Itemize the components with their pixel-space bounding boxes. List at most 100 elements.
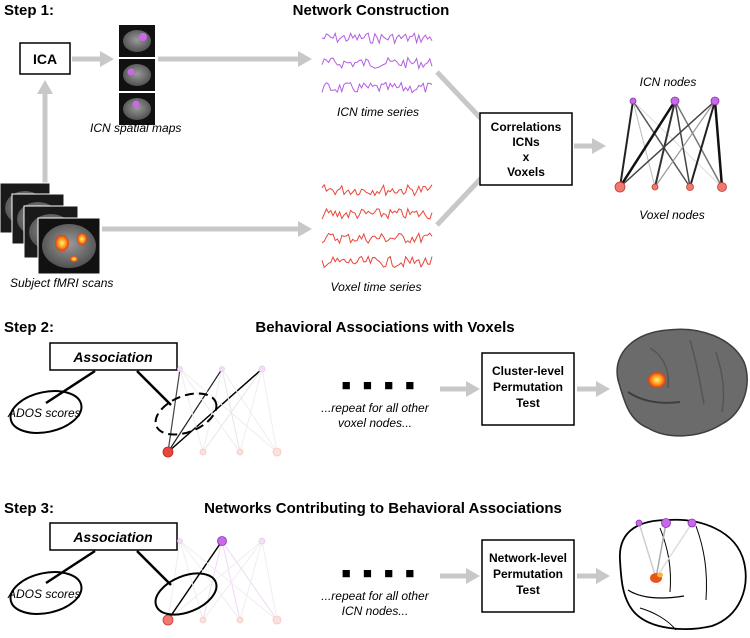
- network-edge: [632, 100, 723, 188]
- arrowhead: [466, 381, 480, 397]
- network-edge: [167, 368, 181, 453]
- ica-label: ICA: [33, 51, 57, 67]
- network-edge: [179, 368, 278, 453]
- icn-node: [258, 365, 266, 373]
- step3-label: Step 3:: [4, 500, 54, 517]
- icn-time-series-caption: ICN time series: [337, 105, 419, 119]
- time-series-trace: [321, 183, 433, 197]
- icn-node: [670, 96, 680, 106]
- repeat-caption-2b: voxel nodes...: [338, 416, 412, 430]
- voxel-time-series-traces: [321, 183, 433, 269]
- subject-fmri-scans-image: [0, 182, 101, 275]
- step2-label: Step 2:: [4, 319, 54, 336]
- network-edge: [221, 368, 278, 453]
- time-series-trace: [321, 81, 433, 94]
- subject-fmri-caption: Subject fMRI scans: [10, 276, 113, 290]
- network-edge: [261, 540, 278, 621]
- association-box-2: [49, 342, 178, 371]
- cluster-permutation-box: [481, 352, 575, 426]
- network-edge: [221, 368, 241, 453]
- network-edge: [689, 100, 716, 188]
- ados-ellipse-3: [9, 571, 83, 615]
- network-edge: [632, 100, 691, 188]
- icn-node: [710, 96, 720, 106]
- time-series-trace: [321, 255, 433, 269]
- bipartite-network-full: [614, 96, 727, 193]
- voxel-node: [614, 181, 626, 193]
- repeat-caption-3a: ...repeat for all other: [321, 589, 429, 603]
- step1-label: Step 1:: [4, 2, 54, 19]
- bipartite-network-icn-highlight: [162, 536, 282, 626]
- time-series-trace: [321, 56, 433, 71]
- voxel-selection-ellipse: [154, 392, 218, 436]
- network-edge: [619, 100, 716, 188]
- time-series-trace: [321, 31, 433, 45]
- arrow-voxel-ts-to-corr: [435, 170, 489, 227]
- arrowhead: [298, 221, 312, 237]
- association-label-2: Association: [72, 349, 152, 365]
- ica-box: [19, 42, 71, 75]
- ellipsis-dots-3: ■ ■ ■ ■: [342, 565, 419, 582]
- network-edge: [202, 540, 263, 621]
- ados-caption-2: ADOS scores: [7, 406, 81, 420]
- network-edge: [221, 540, 241, 621]
- network-edge: [202, 540, 223, 621]
- arrowhead: [592, 138, 606, 154]
- correlations-box: [479, 112, 573, 186]
- icn-spatial-maps-image: [119, 25, 155, 125]
- network-edge: [674, 100, 723, 188]
- association-box-3: [49, 522, 178, 551]
- icn-selection-ellipse: [154, 572, 218, 616]
- network-edge: [221, 540, 278, 621]
- icn-spatial-maps-caption: ICN spatial maps: [90, 121, 181, 135]
- network-edge: [713, 100, 724, 188]
- arrowhead: [596, 568, 610, 584]
- voxel-node: [236, 448, 244, 456]
- brain-surface-render: [616, 328, 748, 437]
- network-edge: [179, 368, 204, 453]
- network-edge: [239, 540, 263, 621]
- network-edge: [654, 100, 716, 188]
- voxel-node: [236, 616, 244, 624]
- voxel-node: [162, 446, 174, 458]
- icn-node: [177, 538, 183, 544]
- icn-node: [629, 97, 637, 105]
- network-perm-line-3: Test: [516, 583, 540, 597]
- network-edge: [179, 368, 241, 453]
- repeat-caption-3b: ICN nodes...: [342, 604, 409, 618]
- voxel-node: [199, 448, 207, 456]
- brain-outline-network: [619, 518, 747, 631]
- corr-line-3: x: [523, 150, 530, 164]
- network-edge: [202, 368, 223, 453]
- cluster-perm-line-3: Test: [516, 396, 540, 410]
- voxel-node: [162, 614, 174, 626]
- voxel-node: [199, 616, 207, 624]
- ados-caption-3: ADOS scores: [7, 587, 81, 601]
- arrowhead: [466, 568, 480, 584]
- icn-time-series-traces: [321, 31, 433, 94]
- network-perm-line-1: Network-level: [489, 551, 567, 565]
- corr-line-2: ICNs: [512, 135, 540, 149]
- arrowhead: [298, 51, 312, 67]
- voxel-node: [686, 183, 694, 191]
- voxel-node: [651, 183, 659, 191]
- ellipsis-dots-2: ■ ■ ■ ■: [342, 377, 419, 394]
- arrowhead: [100, 51, 114, 67]
- network-edge: [167, 540, 223, 621]
- cluster-perm-line-1: Cluster-level: [492, 364, 564, 378]
- arrow-icn-ts-to-corr: [435, 70, 489, 127]
- bipartite-network-voxel-highlight: [162, 365, 282, 458]
- icn-node: [217, 536, 227, 546]
- repeat-caption-2a: ...repeat for all other: [321, 401, 429, 415]
- voxel-node: [272, 615, 282, 625]
- step1-heading: Network Construction: [293, 2, 450, 19]
- network-edge: [632, 100, 656, 188]
- assoc-link-network-3: [136, 550, 172, 586]
- step3-heading: Networks Contributing to Behavioral Asso…: [204, 500, 562, 517]
- time-series-trace: [321, 232, 433, 245]
- arrowhead: [37, 80, 53, 94]
- corr-line-4: Voxels: [507, 165, 545, 179]
- voxel-node: [717, 182, 727, 192]
- time-series-trace: [321, 207, 433, 220]
